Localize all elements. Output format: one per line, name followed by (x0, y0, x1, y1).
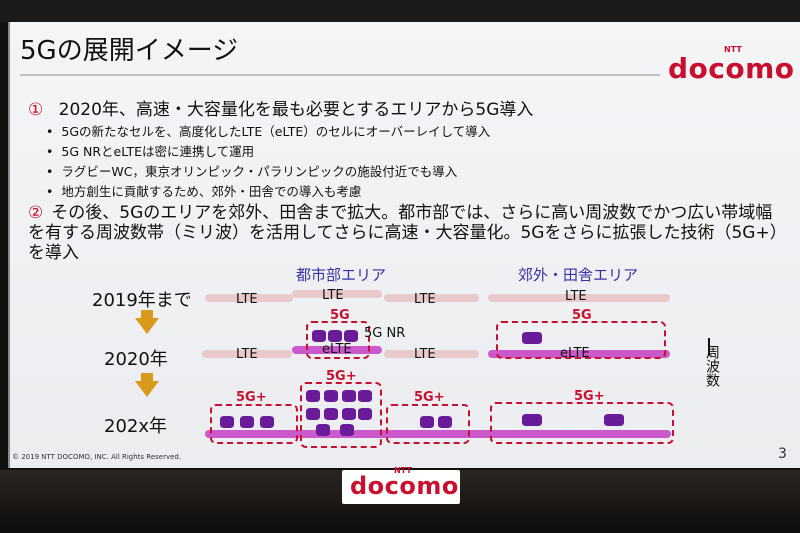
small-cell-icon (312, 330, 326, 342)
down-arrow-icon (141, 310, 153, 318)
lte-label: LTE (236, 347, 258, 362)
small-cell-icon (220, 416, 234, 428)
5g-plus-area-box (210, 404, 298, 444)
podium-badge (342, 470, 460, 504)
room-background-top (0, 0, 800, 22)
small-cell-icon (324, 408, 338, 420)
brand-prefix: NTT (394, 466, 412, 475)
5g-plus-area-box (386, 404, 470, 444)
down-arrow-icon (135, 318, 159, 334)
copyright: © 2019 NTT DOCOMO, INC. All Rights Reser… (12, 453, 182, 461)
small-cell-icon (522, 414, 542, 426)
down-arrow-icon (135, 381, 159, 397)
elte-band (205, 430, 671, 438)
frequency-label: 周波数 (704, 345, 720, 387)
lte-band (384, 350, 479, 358)
bullet-item: 5Gの新たなセルを、高度化したLTE（eLTE）のセルにオーバーレイして導入 (46, 121, 490, 140)
page-number: 3 (778, 446, 787, 462)
small-cell-icon (604, 414, 624, 426)
podium-brand-logo: docomo (350, 472, 459, 500)
lte-band (384, 294, 479, 302)
down-arrow-icon (141, 373, 153, 381)
point-2-text: その後、5Gのエリアを郊外、田舎まで拡大。都市部では、さらに高い周波数でかつ広い… (28, 203, 787, 263)
year-label: 2019年まで (92, 290, 192, 311)
bullet-item: 5G NRとeLTEは密に連携して運用 (46, 141, 254, 160)
5g-nr-label: 5G NR (364, 326, 406, 341)
small-cell-icon (324, 390, 338, 402)
lte-band (202, 350, 292, 358)
small-cell-icon (260, 416, 274, 428)
lte-label: LTE (414, 347, 436, 362)
lte-band (292, 290, 382, 298)
title-divider (20, 74, 660, 76)
urban-area-label: 都市部エリア (296, 266, 387, 284)
5g-label: 5G (330, 308, 350, 323)
bullet-item: ラグビーWC，東京オリンピック・パラリンピックの施設付近でも導入 (46, 161, 457, 180)
small-cell-icon (328, 330, 342, 342)
point-1-text: 2020年、高速・大容量化を最も必要とするエリアから5G導入 (58, 100, 534, 120)
small-cell-icon (340, 424, 354, 436)
brand-prefix: NTT (724, 45, 742, 54)
5g-plus-label: 5G+ (326, 369, 357, 384)
small-cell-icon (438, 416, 452, 428)
5g-plus-area-box (300, 382, 382, 448)
5g-label: 5G (572, 308, 592, 323)
up-arrow-icon (708, 338, 710, 356)
point-1-number: ① (28, 100, 44, 120)
year-label: 202x年 (104, 416, 168, 437)
small-cell-icon (342, 390, 356, 402)
slide-title: 5Gの展開イメージ (20, 36, 239, 66)
lte-band (205, 294, 293, 302)
lte-band (488, 294, 670, 302)
elte-label: eLTE (322, 342, 352, 357)
5g-plus-label: 5G+ (236, 390, 267, 405)
point-1: ① 2020年、高速・大容量化を最も必要とするエリアから5G導入 (28, 95, 533, 120)
elte-band (292, 346, 382, 354)
brand-logo: docomo (668, 52, 795, 85)
lte-label: LTE (414, 292, 436, 307)
5g-area-box (496, 321, 666, 359)
small-cell-icon (240, 416, 254, 428)
point-2-number: ② (28, 203, 44, 223)
small-cell-icon (358, 408, 372, 420)
lte-label: LTE (236, 292, 258, 307)
elte-band (488, 350, 670, 358)
small-cell-icon (306, 390, 320, 402)
5g-plus-label: 5G+ (414, 390, 445, 405)
rural-area-label: 郊外・田舎エリア (518, 266, 639, 284)
5g-plus-area-box (490, 402, 674, 444)
5g-plus-label: 5G+ (574, 389, 605, 404)
small-cell-icon (522, 332, 542, 344)
small-cell-icon (420, 416, 434, 428)
small-cell-icon (316, 424, 330, 436)
lte-label: LTE (322, 288, 344, 303)
year-label: 2020年 (104, 349, 168, 370)
lte-label: LTE (565, 289, 587, 304)
small-cell-icon (358, 390, 372, 402)
small-cell-icon (344, 330, 358, 342)
5g-area-box (306, 321, 370, 359)
small-cell-icon (306, 408, 320, 420)
bullet-item: 地方創生に貢献するため、郊外・田舎での導入も考慮 (46, 181, 361, 200)
small-cell-icon (342, 408, 356, 420)
